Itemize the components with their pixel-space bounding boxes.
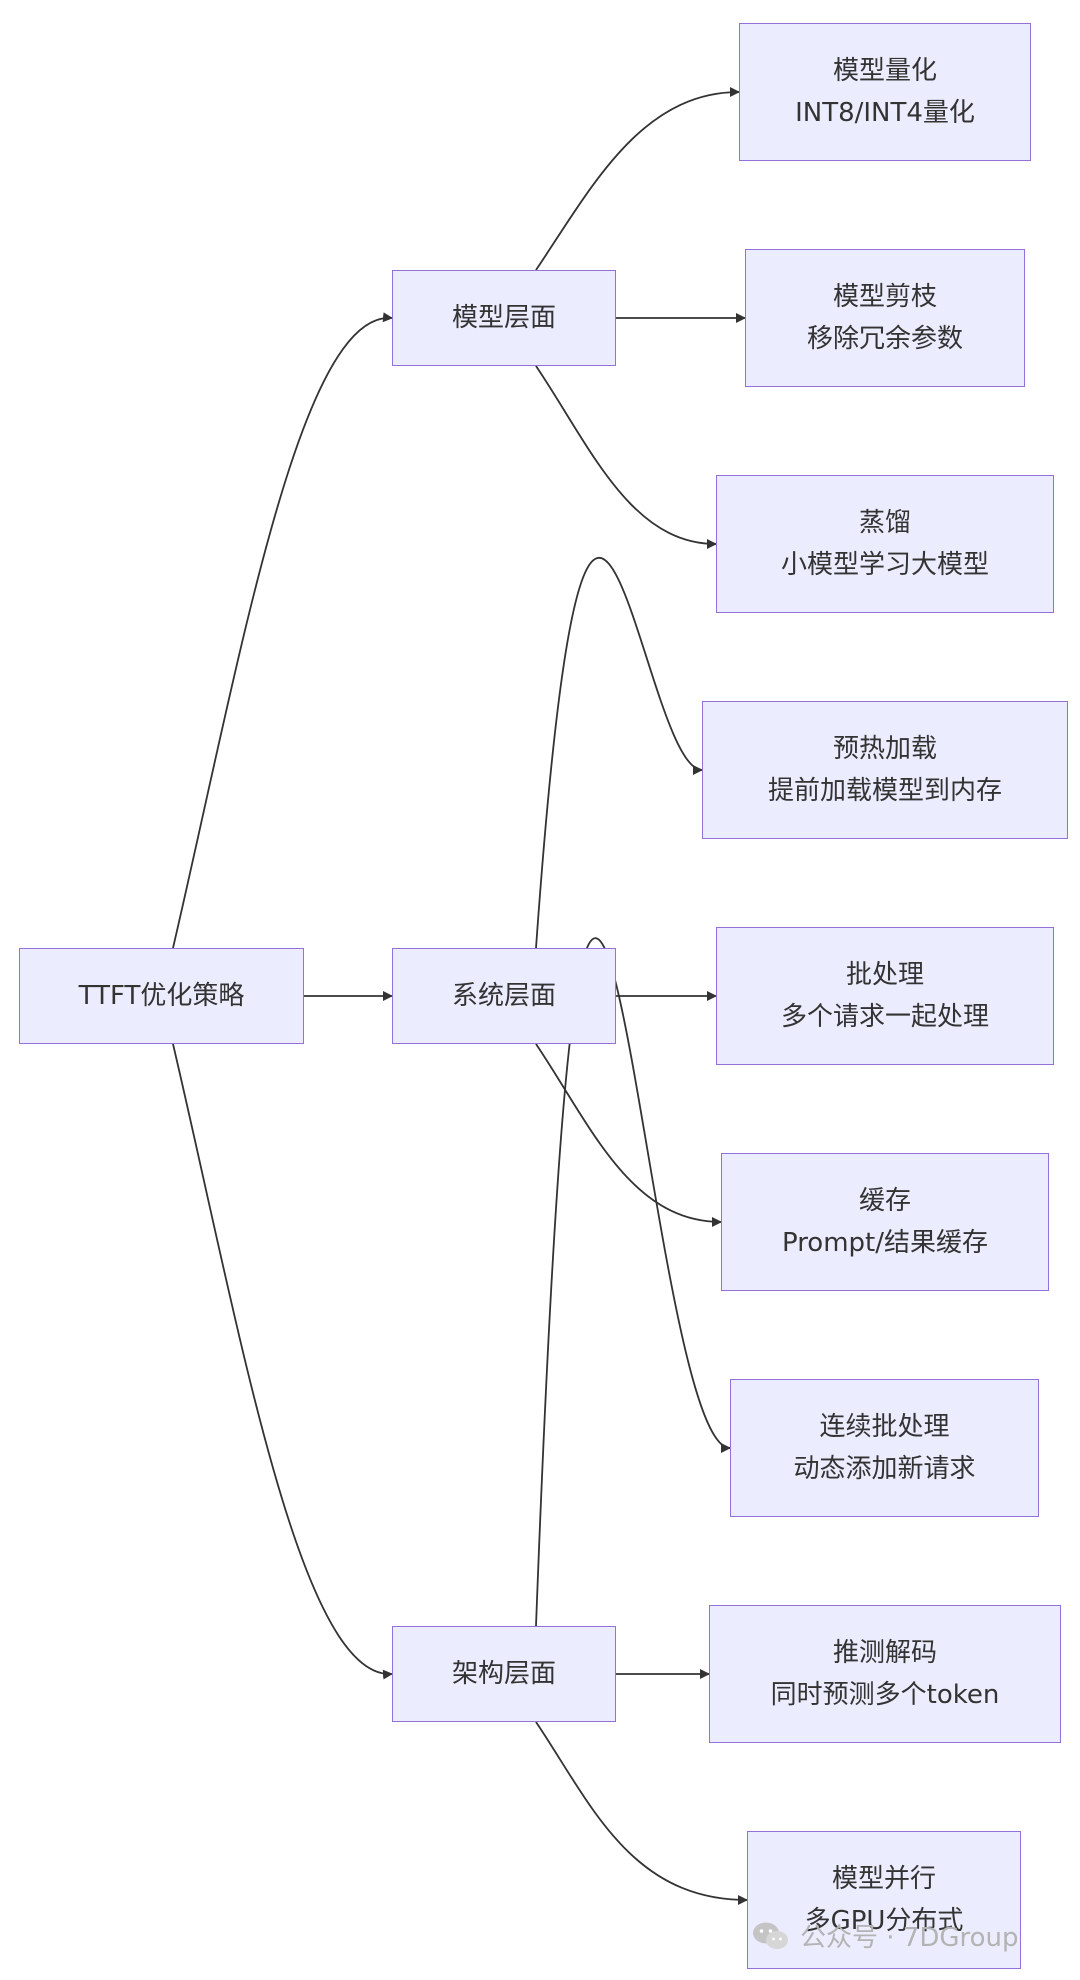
category-node-architecture: 架构层面 [392,1626,616,1722]
edge-system-to-leaf-3 [535,1043,722,1227]
leaf-title: 连续批处理 [819,1412,950,1442]
watermark-text: 公众号 · 7DGroup [800,1923,1019,1953]
leaf-desc: INT8/INT4量化 [795,98,975,128]
watermark: 公众号 · 7DGroup [752,1917,1019,1954]
leaf-title: 预热加载 [832,734,937,764]
edge-system-to-leaf-1 [535,556,703,949]
category-node-system: 系统层面 [392,948,616,1044]
category-label: 架构层面 [451,1659,556,1689]
leaf-title: 蒸馏 [858,508,911,538]
leaf-title: 模型并行 [831,1864,936,1894]
category-label: 系统层面 [451,981,556,1011]
edge-root-to-model [172,312,393,949]
edge-model-to-leaf-1 [535,87,740,271]
leaf-node-continuous-batching: 连续批处理 动态添加新请求 [730,1379,1039,1517]
leaf-title: 批处理 [845,960,924,990]
leaf-node-model-parallel: 模型并行 多GPU分布式 [747,1831,1021,1969]
leaf-node-preload: 预热加载 提前加载模型到内存 [702,701,1068,839]
leaf-node-quantization: 模型量化 INT8/INT4量化 [739,23,1031,161]
leaf-desc: 多个请求一起处理 [780,1002,989,1032]
leaf-node-cache: 缓存 Prompt/结果缓存 [721,1153,1049,1291]
category-label: 模型层面 [451,303,556,333]
root-label: TTFT优化策略 [78,981,245,1011]
leaf-desc: 同时预测多个token [770,1680,1000,1710]
leaf-node-batching: 批处理 多个请求一起处理 [716,927,1054,1065]
leaf-title: 模型剪枝 [832,282,937,312]
leaf-title: 缓存 [858,1186,911,1216]
leaf-node-speculative-decoding: 推测解码 同时预测多个token [709,1605,1061,1743]
leaf-desc: 动态添加新请求 [793,1454,976,1484]
leaf-desc: 多GPU分布式 [804,1906,964,1936]
leaf-desc: 移除冗余参数 [806,324,963,354]
edge-root-to-architecture [172,1043,393,1680]
root-node: TTFT优化策略 [19,948,304,1044]
leaf-title: 推测解码 [832,1638,937,1668]
category-node-model: 模型层面 [392,270,616,366]
leaf-desc: 小模型学习大模型 [780,550,989,580]
leaf-title: 模型量化 [832,56,937,86]
leaf-node-distillation: 蒸馏 小模型学习大模型 [716,475,1054,613]
edge-model-to-leaf-3 [535,365,717,549]
leaf-desc: 提前加载模型到内存 [767,776,1002,806]
edge-architecture-to-leaf-1 [535,937,731,1627]
leaf-node-pruning: 模型剪枝 移除冗余参数 [745,249,1025,387]
wechat-icon [753,1922,788,1949]
edge-architecture-to-leaf-3 [535,1721,748,1905]
leaf-desc: Prompt/结果缓存 [781,1228,989,1258]
